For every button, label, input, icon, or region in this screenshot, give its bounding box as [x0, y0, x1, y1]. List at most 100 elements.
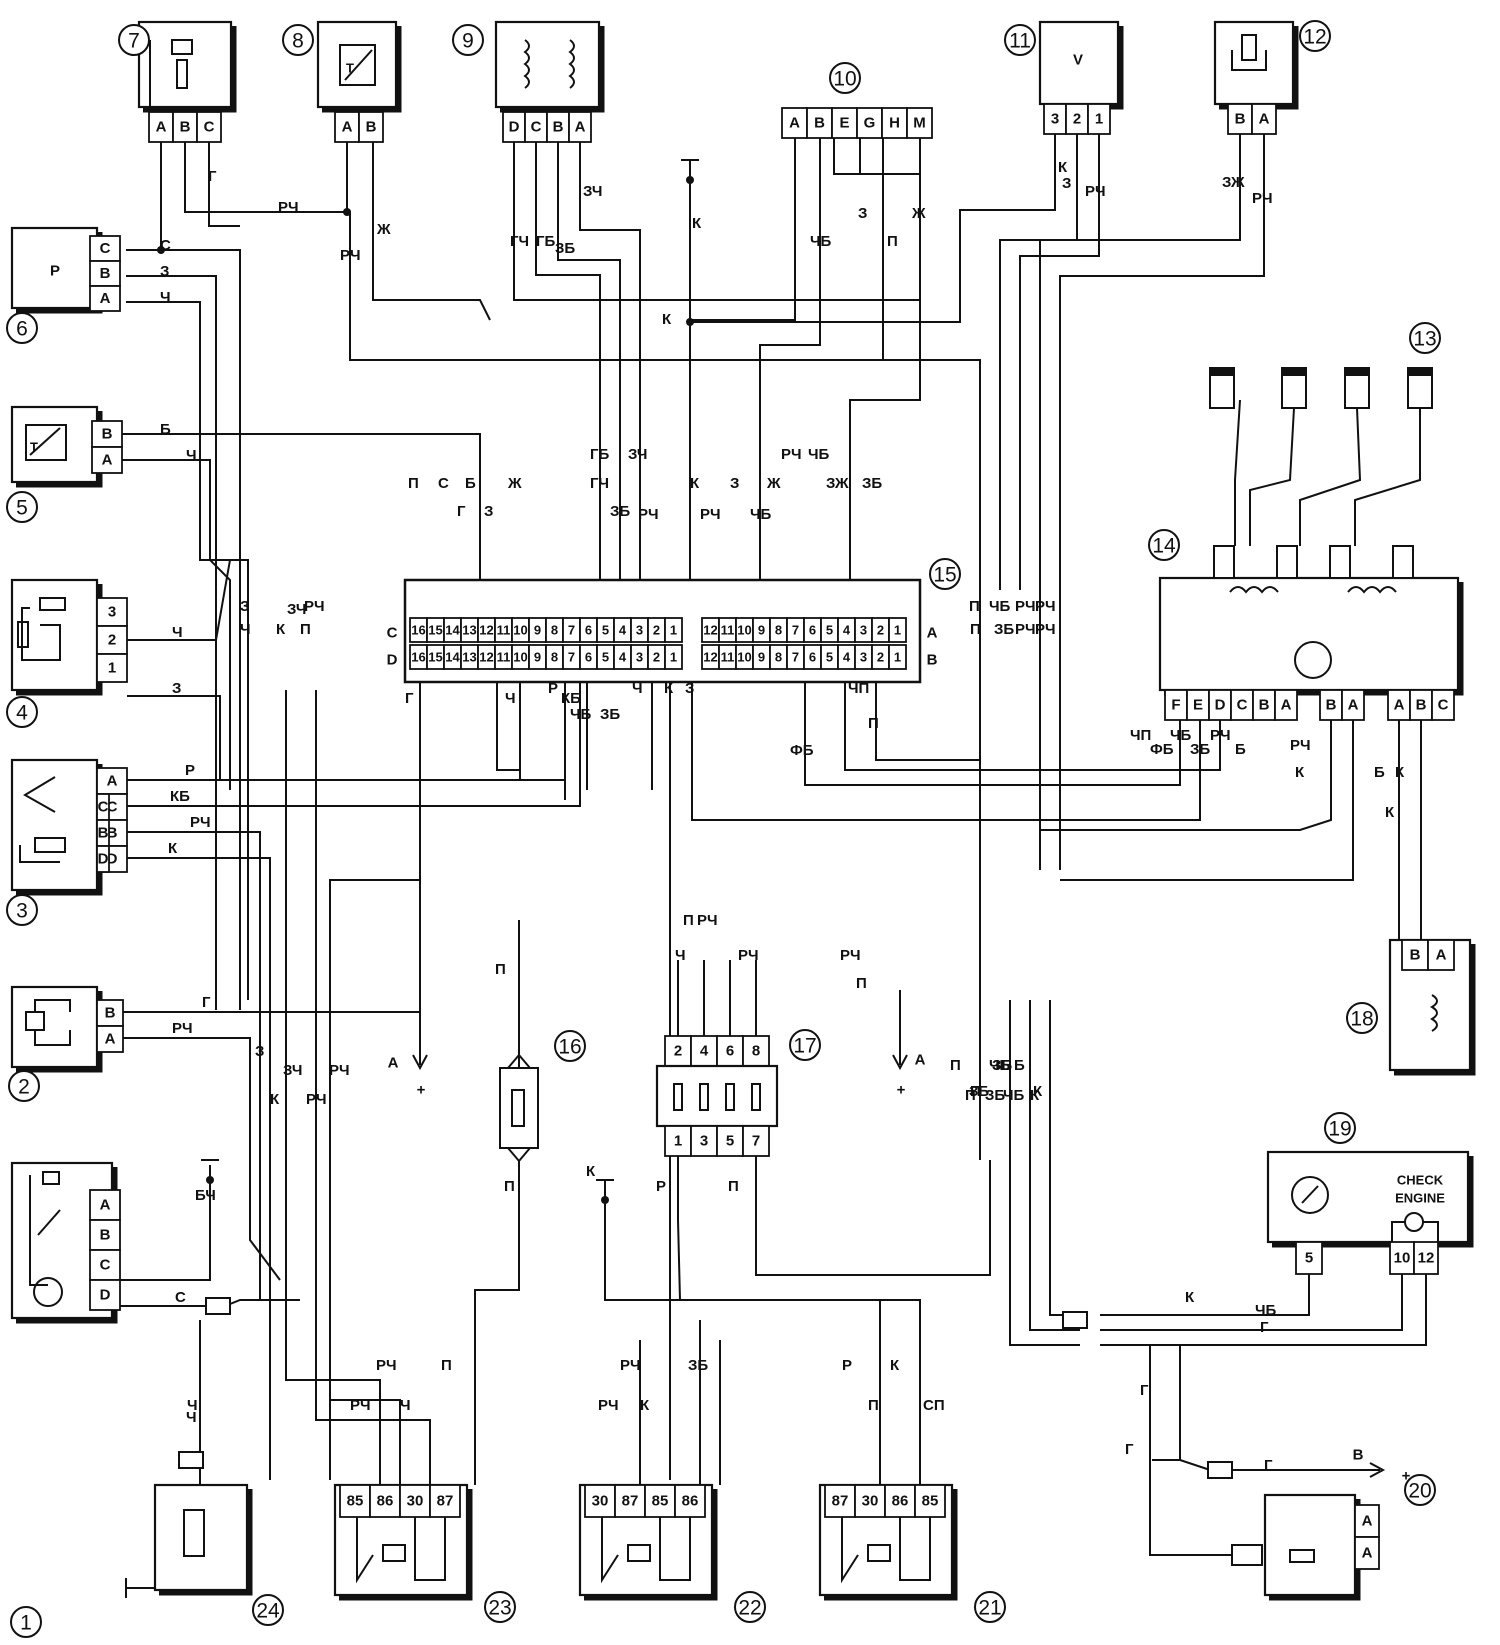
wire-color-label: П	[868, 1397, 879, 1414]
wire	[127, 559, 231, 641]
wire-color-label: К	[1395, 764, 1405, 781]
wire-color-label: КБ	[170, 788, 190, 805]
pin-label: 2	[108, 632, 116, 649]
wire-color-label: РЧ	[697, 912, 718, 929]
pin-label: B	[1259, 697, 1270, 714]
check-engine-icon	[1404, 1212, 1424, 1232]
fuse-cap	[507, 1147, 531, 1163]
component-shadow	[1272, 1156, 1474, 1248]
wire-color-label: К	[270, 1091, 280, 1108]
ecu-pin-label: 2	[653, 650, 660, 665]
terminal-label: A	[388, 1055, 399, 1072]
wire-color-label: Г	[208, 168, 217, 185]
wire	[1040, 720, 1332, 831]
component-body	[494, 20, 601, 109]
wire-color-label: П	[969, 598, 980, 615]
wire	[126, 249, 241, 1010]
component-number-circle	[252, 1594, 284, 1626]
component-number: 14	[1152, 535, 1176, 558]
pin-label: 86	[377, 1493, 394, 1510]
pin-cell	[1341, 689, 1365, 721]
component-body	[1263, 1493, 1357, 1597]
pin-label: C	[100, 240, 111, 257]
ecu-pin-label: 1	[894, 623, 901, 638]
ecu-pin-label: 5	[602, 650, 609, 665]
wire	[1179, 1345, 1340, 1471]
component-number: 16	[558, 1036, 581, 1059]
wire	[329, 682, 421, 1480]
pin-cell	[1427, 939, 1455, 971]
fuse-cap	[507, 1053, 531, 1069]
pin-label: A	[100, 290, 111, 307]
component-number-circle	[789, 1029, 821, 1061]
wire	[330, 1399, 401, 1485]
pin-label: B	[107, 825, 118, 842]
wire-color-label: Б	[1374, 764, 1385, 781]
pin-cell	[674, 1484, 706, 1518]
pin-label: 87	[832, 1493, 849, 1510]
wire-color-label: Р	[656, 1178, 666, 1195]
wire-color-label: Ч	[160, 289, 171, 306]
pin-label: C	[1438, 697, 1449, 714]
component-shadow	[339, 1489, 473, 1601]
wire-color-label: ЧБ	[1255, 1302, 1277, 1319]
wire-color-label: З	[172, 680, 181, 697]
wire	[690, 138, 796, 321]
coil-terminal	[1276, 545, 1298, 579]
wire-color-label: П	[950, 1057, 961, 1074]
pin-label: C	[1237, 697, 1248, 714]
wire-color-label: Р	[185, 762, 195, 779]
ecu-row-label: A	[927, 625, 938, 642]
resistor-icon	[1289, 1549, 1315, 1563]
component-number: 19	[1328, 1118, 1351, 1141]
wire	[315, 690, 431, 1485]
ecu-pin	[888, 617, 907, 643]
component-number: 2	[18, 1076, 30, 1099]
wire-color-label: ЗБ	[1190, 741, 1210, 758]
component-24: 24	[125, 1483, 284, 1626]
wire	[849, 138, 921, 590]
component-body	[10, 578, 99, 692]
relay-coil-icon	[382, 1544, 406, 1562]
wire	[1149, 1345, 1232, 1556]
wire-color-label: РЧ	[278, 199, 299, 216]
ecu-pin-label: 10	[513, 650, 527, 665]
injector-coil-icon	[523, 39, 530, 89]
wire-color-label: КБ	[561, 690, 581, 707]
ecu-pin-label: 16	[411, 623, 425, 638]
wire-color-label: Ч	[400, 1397, 411, 1414]
relay-coil-icon	[627, 1544, 651, 1562]
pin-cell	[824, 1484, 856, 1518]
wire	[474, 1161, 520, 1485]
wire-color-label: РЧ	[1210, 727, 1231, 744]
wire-color-label: К	[690, 475, 700, 492]
pin-label: A	[342, 119, 353, 136]
wire-color-label: РЧ	[376, 1357, 397, 1374]
relay-wire	[414, 1517, 446, 1581]
ecu-pin-label: 15	[428, 650, 442, 665]
wire-color-label: РЧ	[638, 506, 659, 523]
pin-cell	[1295, 1241, 1323, 1275]
pin-label: 4	[700, 1043, 709, 1060]
pin-cell	[196, 111, 222, 143]
wire-color-label: С	[175, 1289, 186, 1306]
coil-terminal	[1329, 545, 1351, 579]
pin-cell	[96, 653, 128, 683]
pin-label: F	[1171, 697, 1180, 714]
pin-cell	[1251, 103, 1277, 135]
wire-color-label: Ч	[675, 947, 686, 964]
ecu-pin-label: 7	[568, 650, 575, 665]
relay-wire	[659, 1517, 691, 1581]
pot-icon	[17, 621, 29, 648]
pin-cell	[1431, 689, 1455, 721]
wire-color-label: ФБ	[790, 742, 814, 759]
wire-color-label: Г	[1140, 1382, 1149, 1399]
